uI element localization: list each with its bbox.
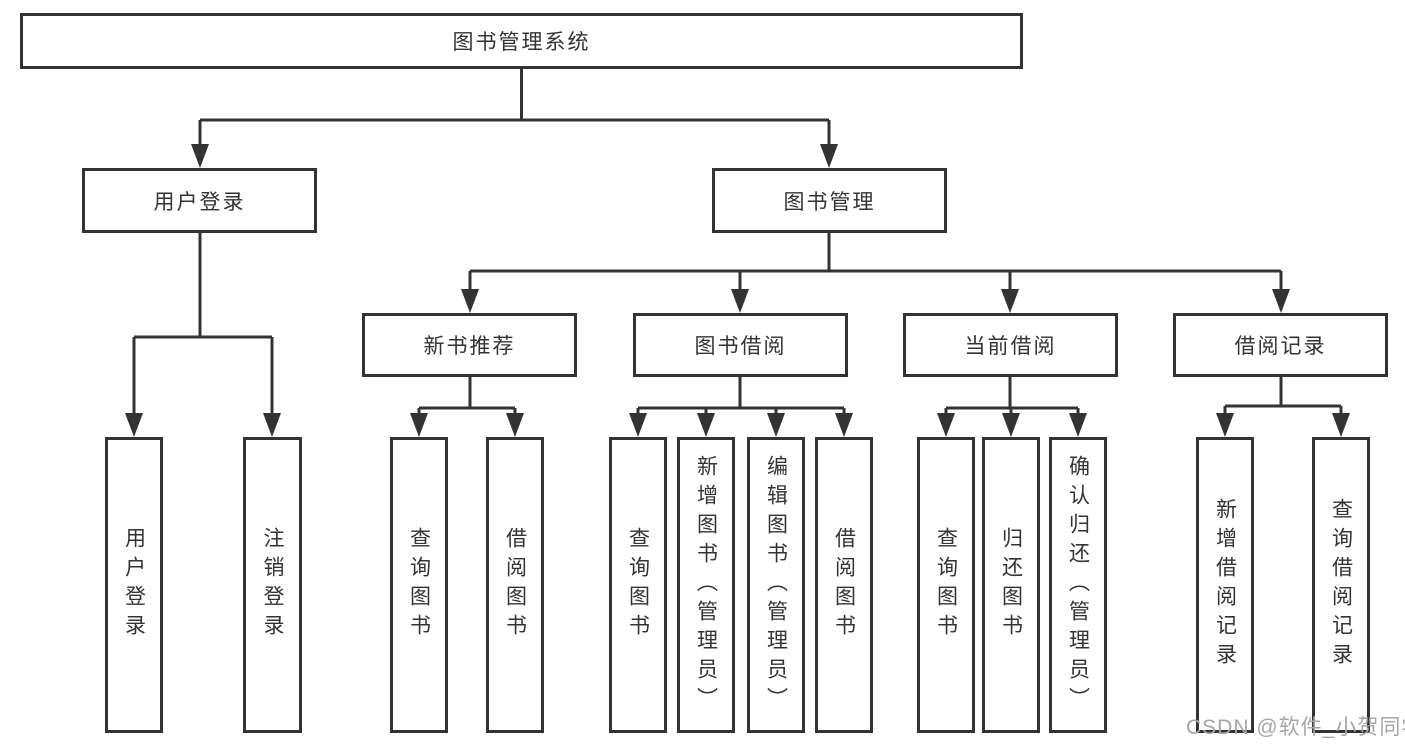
leaf-nbr-borrow-books: 借阅图书 — [486, 437, 544, 733]
leaf-cb-return-books-label: 归还图书 — [999, 527, 1023, 643]
node-new-book-recommend: 新书推荐 — [362, 313, 577, 377]
leaf-cb-return-books: 归还图书 — [982, 437, 1040, 733]
node-borrowing-records-label: 借阅记录 — [1234, 335, 1327, 358]
leaf-br-query-record: 查询借阅记录 — [1312, 437, 1370, 733]
node-book-borrowing: 图书借阅 — [633, 313, 848, 377]
leaf-bb-edit-book-admin: 编辑图书（管理员） — [747, 437, 805, 733]
arrowheads — [125, 144, 1350, 437]
node-user-login: 用户登录 — [82, 168, 317, 233]
node-borrowing-records: 借阅记录 — [1173, 313, 1388, 377]
leaf-br-add-record: 新增借阅记录 — [1196, 437, 1254, 733]
leaf-cb-confirm-return-admin: 确认归还（管理员） — [1049, 437, 1107, 733]
leaf-br-query-record-label: 查询借阅记录 — [1329, 498, 1353, 672]
leaf-cb-confirm-return-admin-label: 确认归还（管理员） — [1066, 454, 1090, 716]
node-book-management-label: 图书管理 — [783, 190, 876, 214]
leaf-bb-add-book-admin-label: 新增图书（管理员） — [694, 454, 718, 716]
node-book-management: 图书管理 — [712, 168, 947, 233]
leaf-bb-edit-book-admin-label: 编辑图书（管理员） — [764, 454, 788, 716]
watermark: CSDN @软件_小贺同学 — [1186, 716, 1405, 739]
leaf-bb-borrow-books: 借阅图书 — [815, 437, 873, 733]
leaf-bb-borrow-books-label: 借阅图书 — [832, 527, 856, 643]
leaf-cb-query-books-label: 查询图书 — [934, 527, 958, 643]
connector-segments — [132, 69, 1343, 416]
leaf-bb-query-books-label: 查询图书 — [626, 527, 650, 643]
leaf-user-login: 用户登录 — [105, 437, 163, 733]
node-new-book-recommend-label: 新书推荐 — [423, 335, 516, 358]
node-root-label: 图书管理系统 — [452, 31, 591, 54]
leaf-nbr-query-books-label: 查询图书 — [407, 527, 431, 643]
leaf-nbr-query-books: 查询图书 — [390, 437, 448, 733]
node-root: 图书管理系统 — [20, 13, 1023, 69]
leaf-bb-query-books: 查询图书 — [609, 437, 667, 733]
leaf-user-login-label: 用户登录 — [122, 527, 146, 643]
leaf-cb-query-books: 查询图书 — [917, 437, 975, 733]
leaf-bb-add-book-admin: 新增图书（管理员） — [677, 437, 735, 733]
leaf-logout-label: 注销登录 — [261, 527, 284, 643]
node-user-login-label: 用户登录 — [153, 190, 246, 214]
node-current-borrowing: 当前借阅 — [903, 313, 1118, 377]
leaf-br-add-record-label: 新增借阅记录 — [1213, 498, 1237, 672]
node-current-borrowing-label: 当前借阅 — [964, 335, 1057, 358]
leaf-logout: 注销登录 — [243, 437, 302, 733]
leaf-nbr-borrow-books-label: 借阅图书 — [503, 527, 527, 643]
node-book-borrowing-label: 图书借阅 — [694, 335, 787, 358]
